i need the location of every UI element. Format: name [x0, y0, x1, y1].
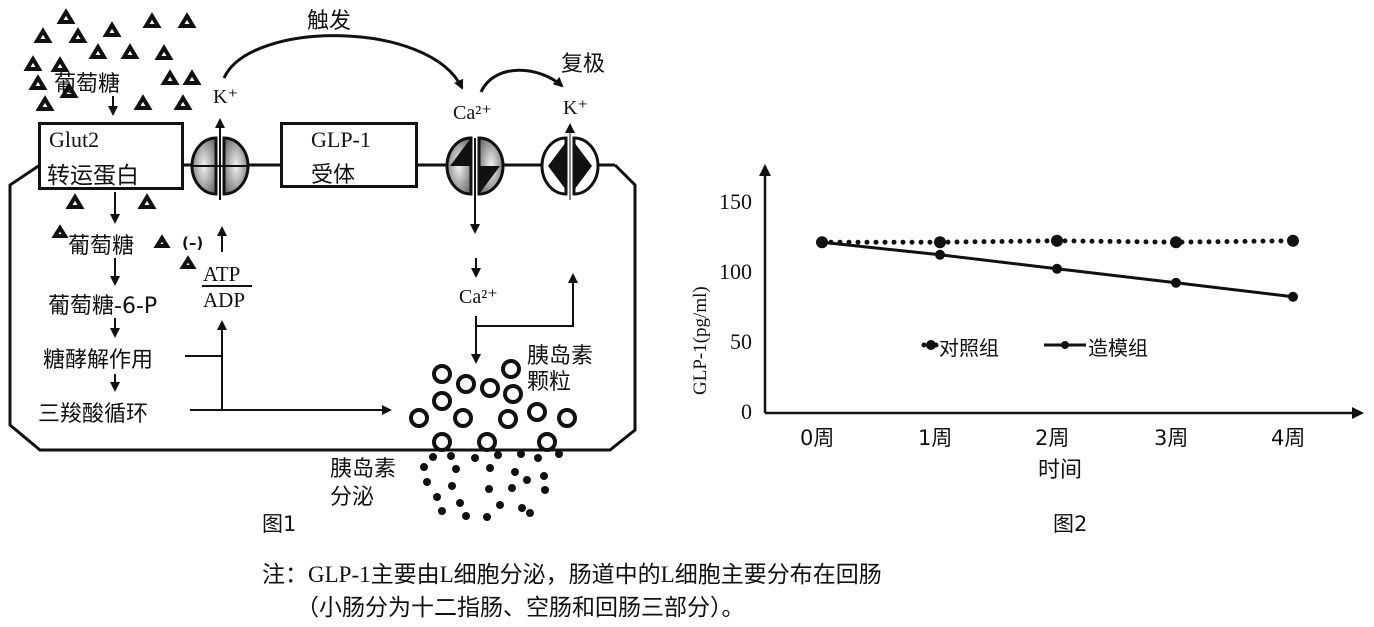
glp1-receptor-label: GLP-1 [311, 127, 371, 152]
k-atp-channel [190, 118, 250, 200]
insulin-granules [409, 359, 577, 452]
glucose-inside-label: 葡萄糖 [68, 234, 135, 259]
y-tick-label: 100 [719, 259, 752, 284]
data-point-control-2 [1051, 234, 1063, 247]
repolarize-label: 复极 [561, 52, 606, 77]
k-voltage-channel [540, 123, 600, 200]
glucose-molecules-outside [23, 8, 202, 269]
inhibit-sign: (–) [182, 234, 204, 252]
y-tick-label: 150 [719, 189, 752, 214]
secretion-label: 胰岛素 分泌 [330, 456, 396, 512]
glp1-receptor-sublabel: 受体 [311, 163, 356, 188]
data-point-control-4 [1287, 234, 1299, 247]
y-tick-label: 0 [741, 399, 752, 424]
figure-1-caption: 图1 [262, 512, 297, 536]
glucose-outside-label: 葡萄糖 [54, 72, 121, 97]
repolarize-arrow [479, 68, 564, 93]
glp1-receptor: GLP-1 受体 [280, 122, 418, 188]
data-point-model-0 [817, 237, 827, 248]
legend-model-marker [1061, 341, 1069, 349]
data-point-model-1 [935, 249, 945, 260]
note-line-1: 注：GLP-1主要由L细胞分泌，肠道中的L细胞主要分布在回肠 [262, 562, 882, 587]
note-line-2: （小肠分为十二指肠、空肠和回肠三部分）。 [296, 595, 745, 620]
data-point-model-3 [1171, 277, 1181, 288]
legend-control-marker [926, 340, 936, 350]
secreted-insulin [420, 450, 563, 521]
data-point-model-2 [1052, 263, 1062, 274]
trigger-label: 触发 [307, 9, 352, 34]
atp-label: ATP [203, 262, 241, 286]
data-point-model-4 [1288, 291, 1298, 302]
granules-label-line1: 胰岛素 [527, 344, 594, 369]
y-axis-label: GLP-1(pg/ml) [690, 286, 711, 395]
secretion-label-line2: 分泌 [330, 485, 375, 510]
calcium-ion-channel: Ca²⁺ [453, 102, 492, 124]
adp-label: ADP [203, 288, 246, 312]
k-ion-left: K⁺ [213, 86, 238, 108]
tca-cycle-label: 三羧酸循环 [38, 402, 149, 427]
trigger-arrow [222, 34, 464, 90]
data-point-control-3 [1170, 236, 1182, 249]
secretion-label-line1: 胰岛素 [330, 457, 397, 482]
glut2-transporter: Glut2 转运蛋白 [38, 122, 184, 190]
x-tick-label: 0周 [800, 426, 835, 450]
glut2-sublabel: 转运蛋白 [47, 163, 139, 189]
x-axis-label: 时间 [1038, 458, 1083, 483]
x-tick-label: 3周 [1154, 426, 1189, 450]
x-tick-label: 1周 [918, 426, 953, 450]
calcium-ion-inside: Ca²⁺ [459, 286, 498, 308]
x-tick-label: 2周 [1035, 426, 1070, 450]
data-point-control-1 [934, 236, 946, 249]
calcium-channel [445, 136, 505, 234]
granules-label-line2: 颗粒 [527, 370, 572, 395]
glycolysis-label: 糖酵解作用 [43, 348, 154, 373]
legend-model-label: 造模组 [1088, 336, 1148, 360]
granules-label: 胰岛素 颗粒 [527, 344, 593, 396]
g6p-label: 葡萄糖-6-P [48, 294, 158, 319]
glut2-label: Glut2 [49, 127, 100, 152]
x-tick-label: 4周 [1271, 426, 1306, 450]
k-ion-right: K⁺ [563, 97, 588, 119]
y-tick-label: 50 [730, 329, 752, 354]
legend-control-label: 对照组 [939, 336, 999, 360]
figure-2-caption: 图2 [1053, 512, 1088, 536]
